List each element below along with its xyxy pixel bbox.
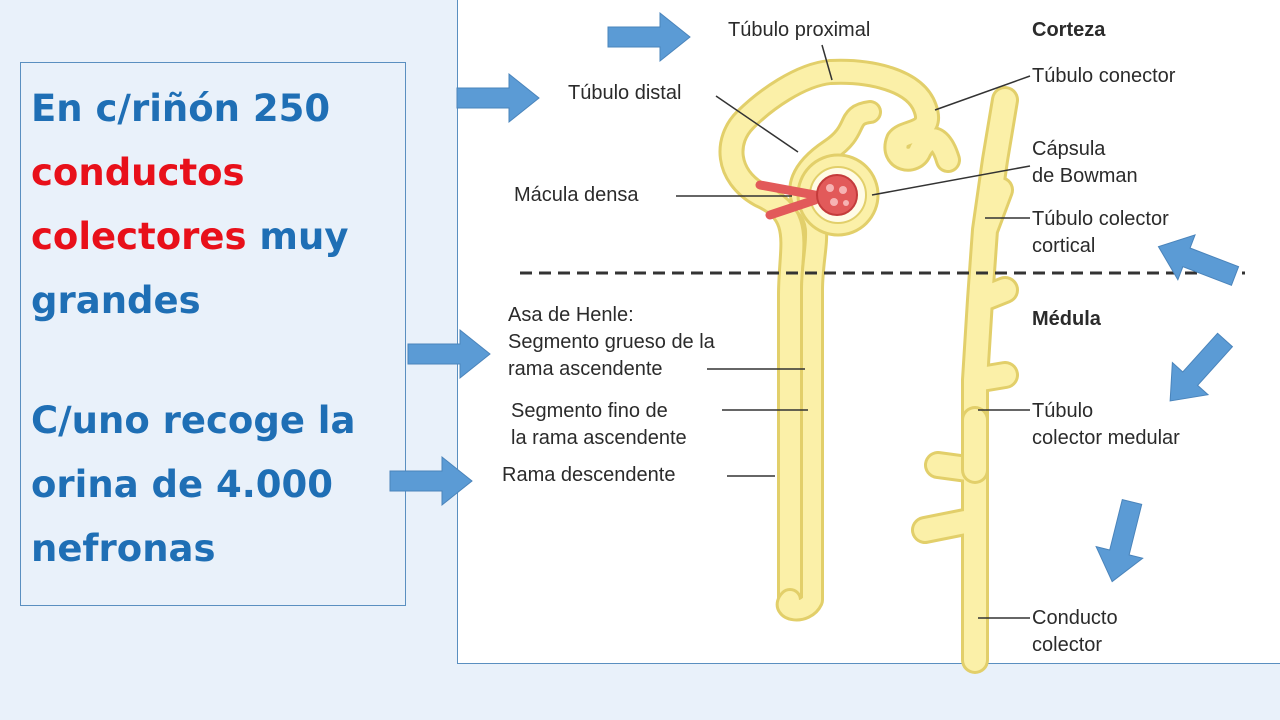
- label-capsula-bowman: Cápsula de Bowman: [1032, 138, 1138, 187]
- text-span: En c/riñón 250: [31, 87, 331, 130]
- arrow-right-icon: [607, 12, 691, 62]
- arrow-right-icon: [456, 73, 540, 123]
- arrow-right-icon: [389, 456, 473, 506]
- label-tubulo-conector: Túbulo conector: [1032, 65, 1176, 87]
- text-span: muy grandes: [31, 215, 349, 322]
- label-medula: Médula: [1032, 308, 1101, 330]
- arrow-down-icon: [1088, 495, 1156, 588]
- text-paragraph-2: C/uno recoge la orina de 4.000 nefronas: [31, 399, 356, 570]
- label-asa-henle: Asa de Henle: Segmento grueso de la rama…: [508, 304, 715, 380]
- label-segmento-fino: Segmento fino de la rama ascendente: [511, 400, 687, 449]
- text-paragraph-1: En c/riñón 250 conductos colectores muy …: [31, 77, 395, 333]
- arrow-right-icon: [407, 329, 491, 379]
- nephron-tubule: [718, 58, 1019, 674]
- label-rama-descendente: Rama descendente: [502, 464, 676, 486]
- label-corteza: Corteza: [1032, 19, 1106, 41]
- label-conducto-colector: Conducto colector: [1032, 607, 1118, 656]
- label-macula-densa: Mácula densa: [514, 184, 639, 206]
- label-tubulo-colector-medular: Túbulo colector medular: [1032, 400, 1180, 449]
- label-tubulo-colector-cortical: Túbulo colector cortical: [1032, 208, 1169, 257]
- glomerulus: [755, 174, 858, 220]
- leader-lines: [676, 44, 1031, 619]
- text-box: En c/riñón 250 conductos colectores muy …: [20, 62, 406, 606]
- highlight-text: conductos colectores: [31, 151, 247, 258]
- label-tubulo-distal: Túbulo distal: [568, 82, 682, 104]
- label-tubulo-proximal: Túbulo proximal: [728, 19, 871, 41]
